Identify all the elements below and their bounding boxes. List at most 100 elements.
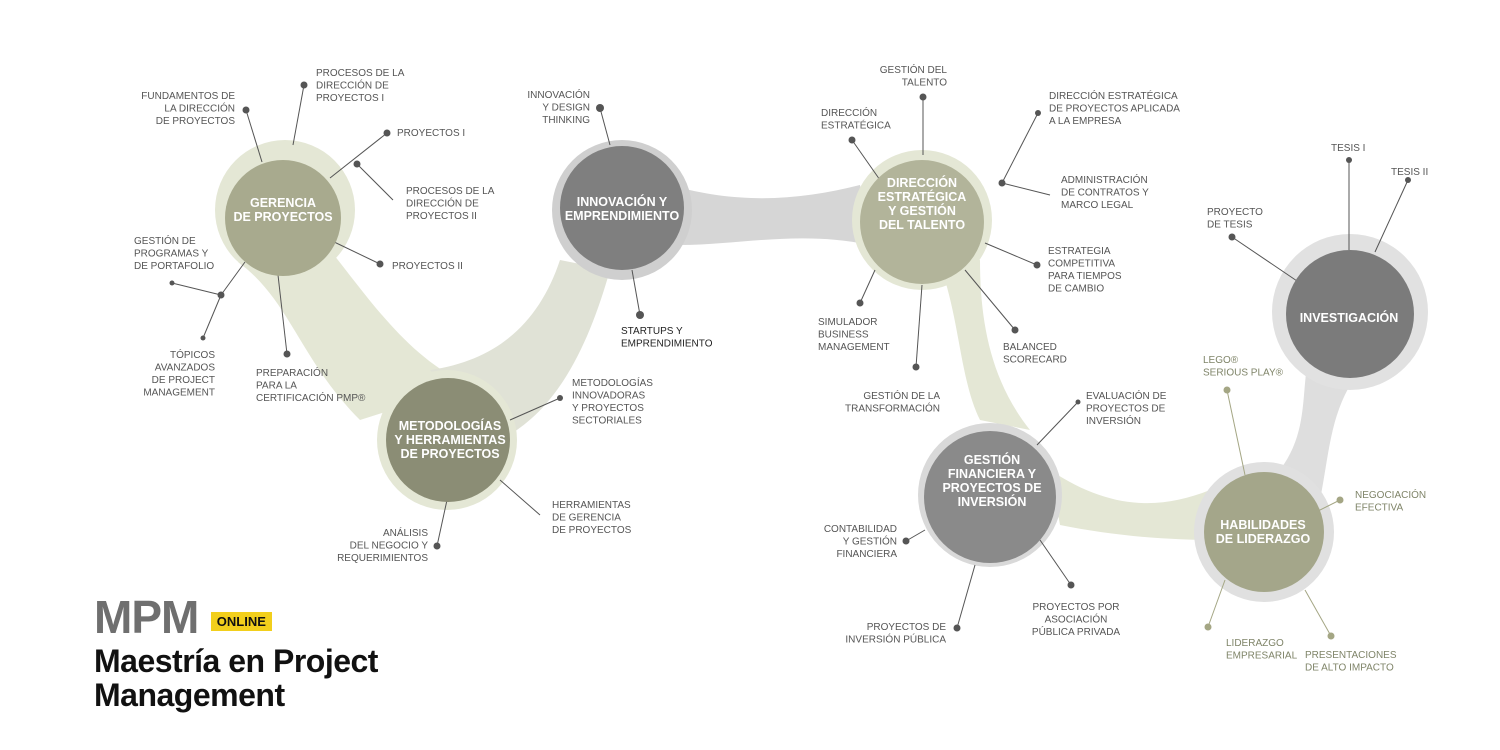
text-line: ESTRATÉGICA [821, 119, 891, 132]
text-line: Y DESIGN [542, 103, 590, 114]
text-line: DE LIDERAZGO [1216, 532, 1311, 546]
text-line: TESIS I [1331, 143, 1365, 154]
text-line: GERENCIA [250, 196, 316, 210]
leaf-tesis-1: TESIS I [1331, 143, 1365, 154]
text-line: FINANCIERA Y [948, 467, 1037, 481]
text-line: PROGRAMAS Y [134, 249, 209, 260]
leaf-lego: LEGO®SERIOUS PLAY® [1203, 355, 1284, 379]
text-line: EMPRENDIMIENTO [565, 209, 680, 223]
text-line: EMPRESARIAL [1226, 651, 1298, 662]
text-line: SECTORIALES [572, 416, 642, 427]
text-line: SERIOUS PLAY® [1203, 368, 1284, 379]
text-line: STARTUPS Y [621, 326, 683, 337]
program-title: Maestría en Project Management [94, 644, 514, 712]
text-line: MANAGEMENT [143, 388, 215, 399]
leaf-proyectos-1: PROYECTOS I [397, 128, 465, 139]
text-line: NEGOCIACIÓN [1355, 488, 1426, 501]
text-line: DE CAMBIO [1048, 284, 1104, 295]
hub-metodologias-circle [386, 378, 510, 502]
text-line: MANAGEMENT [818, 342, 890, 353]
text-line: BUSINESS [818, 330, 869, 341]
text-line: CERTIFICACIÓN PMP® [256, 391, 366, 404]
text-line: PROYECTO [1207, 207, 1263, 218]
text-line: METODOLOGÍAS [572, 376, 653, 389]
text-line: PROYECTOS DE [867, 622, 947, 633]
text-line: PROYECTOS II [406, 211, 477, 222]
text-line: SCORECARD [1003, 355, 1067, 366]
text-line: TESIS II [1391, 167, 1428, 178]
text-line: DIRECCIÓN ESTRATÉGICA [1049, 89, 1178, 102]
brand-header: MPM ONLINE [94, 594, 514, 640]
text-line: INVERSIÓN [958, 494, 1027, 509]
text-line: ANÁLISIS [383, 526, 428, 539]
ribbon-financiera-liderazgo [1050, 470, 1220, 540]
program-title-line-2: Management [94, 677, 285, 713]
text-line: CONTABILIDAD [824, 524, 897, 535]
program-title-line-1: Maestría en Project [94, 643, 378, 679]
text-line: ESTRATÉGICA [878, 189, 967, 204]
text-line: TÓPICOS [170, 348, 215, 361]
text-line: INNOVACIÓN [527, 88, 590, 101]
text-line: DE GERENCIA [552, 513, 621, 524]
text-line: DE PROJECT [152, 375, 215, 386]
hub-investigacion-label: INVESTIGACIÓN [1300, 310, 1399, 325]
text-line: SIMULADOR [818, 317, 877, 328]
hub-direccion-circle [860, 160, 984, 284]
text-line: FUNDAMENTOS DE [141, 91, 235, 102]
leaf-proyectos-2: PROYECTOS II [392, 261, 463, 272]
text-line: METODOLOGÍAS [399, 418, 502, 433]
text-line: Y GESTIÓN [888, 203, 956, 218]
text-line: DIRECCIÓN DE [316, 79, 389, 92]
text-line: LA DIRECCIÓN [164, 102, 235, 115]
text-line: PROYECTOS I [397, 128, 465, 139]
text-line: Y GESTIÓN [843, 535, 897, 548]
text-line: PROCESOS DE LA [406, 186, 495, 197]
text-line: MARCO LEGAL [1061, 200, 1134, 211]
text-line: HERRAMIENTAS [552, 500, 631, 511]
brand-block: MPM ONLINE Maestría en Project Managemen… [94, 594, 514, 712]
text-line: PREPARACIÓN [256, 366, 328, 379]
ribbon-gerencia-metodologias [238, 250, 470, 420]
text-line: AVANZADOS [155, 363, 216, 374]
text-line: DE PORTAFOLIO [134, 261, 214, 272]
text-line: PRESENTACIONES [1305, 650, 1397, 661]
text-line: DIRECCIÓN [887, 175, 957, 190]
text-line: DE CONTRATOS Y [1061, 188, 1149, 199]
text-line: BALANCED [1003, 342, 1057, 353]
text-line: GESTIÓN [964, 452, 1020, 467]
hub-gerencia-circle [225, 160, 341, 276]
brand-acronym: MPM [94, 591, 199, 643]
text-line: PROYECTOS I [316, 93, 384, 104]
text-line: Y PROYECTOS [572, 403, 644, 414]
text-line: DEL NEGOCIO Y [350, 541, 429, 552]
text-line: DE PROYECTOS [400, 447, 499, 461]
text-line: Y HERRAMIENTAS [394, 433, 505, 447]
text-line: TRANSFORMACIÓN [845, 402, 940, 415]
text-line: INNOVADORAS [572, 391, 645, 402]
text-line: PARA LA [256, 381, 297, 392]
hub-liderazgo-circle [1204, 472, 1324, 592]
text-line: HABILIDADES [1220, 518, 1305, 532]
leaf-lines-olive [1207, 389, 1341, 637]
hub-financiera-circle [924, 431, 1056, 563]
text-line: GESTIÓN DEL [880, 63, 948, 76]
